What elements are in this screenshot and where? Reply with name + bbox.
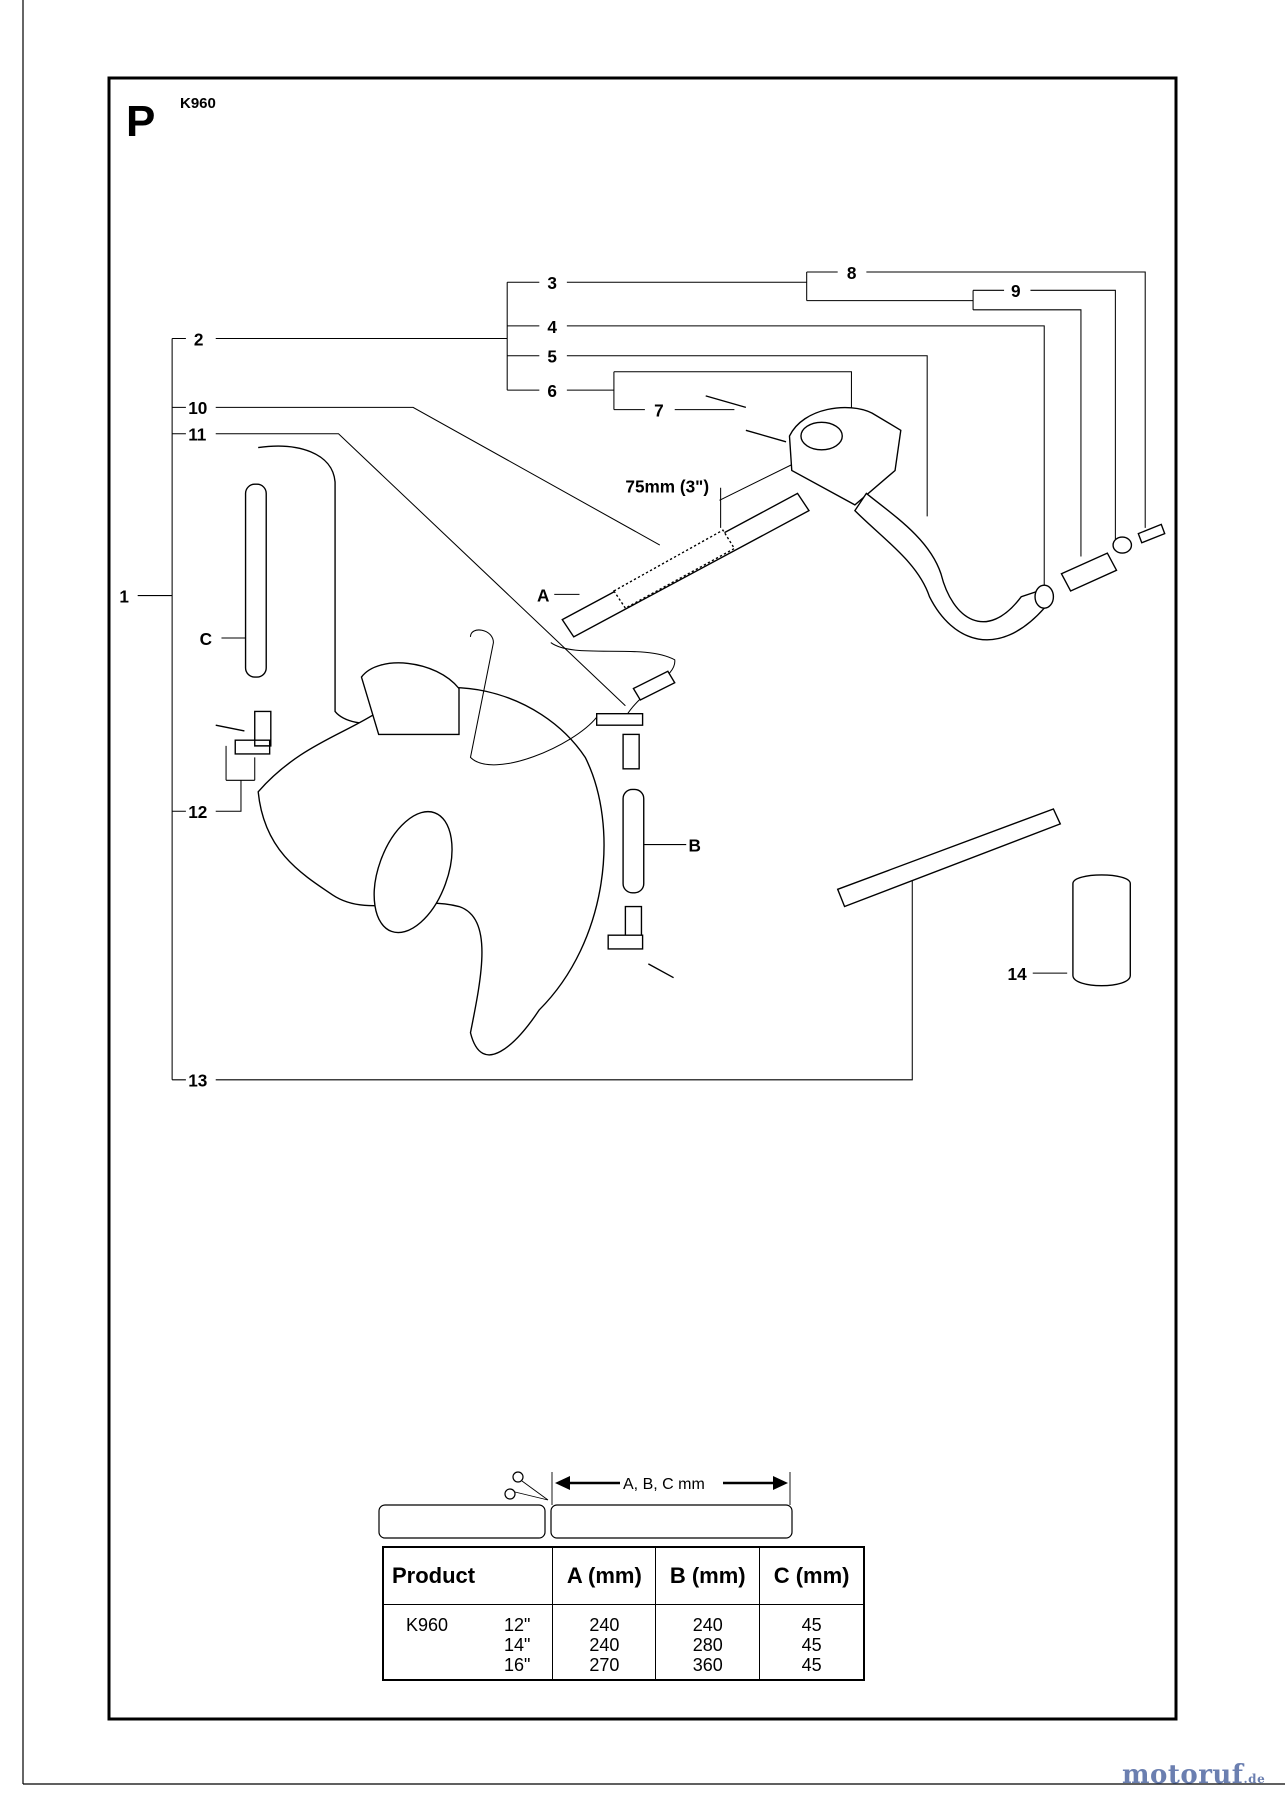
- screw-9: [1137, 523, 1166, 544]
- hose-c-line: [258, 445, 379, 725]
- guard-opening: [373, 810, 453, 934]
- hose-13: [836, 808, 1062, 908]
- callout-2: 2: [194, 329, 204, 349]
- screw-left: [215, 724, 245, 732]
- a-12: 240: [589, 1615, 620, 1635]
- connector-b-top: [622, 733, 640, 770]
- callout-14: 14: [1008, 964, 1028, 984]
- callout-12: 12: [188, 802, 207, 822]
- callout-13: 13: [188, 1071, 207, 1091]
- scissors-icon: [504, 1471, 549, 1501]
- section-letter: P: [126, 97, 155, 146]
- screws-7: [705, 395, 787, 443]
- header-c: C (mm): [759, 1548, 863, 1605]
- watermark-text: motoruf: [1122, 1760, 1244, 1790]
- cut-diagram: A, B, C mm: [378, 1471, 793, 1539]
- callout-1: 1: [119, 586, 129, 606]
- o-ring: [1112, 536, 1133, 554]
- water-hose: [854, 492, 1046, 641]
- callout-a: A: [537, 585, 549, 605]
- spring-guard: [612, 529, 736, 610]
- callout-labels: 1 2 3 4 5 6 7 8 9 10 11 12 13 14 A B C 7…: [119, 263, 1027, 1091]
- size-16: 16": [503, 1655, 531, 1675]
- a-cell: 240 240 270: [552, 1604, 656, 1679]
- header-b: B (mm): [655, 1548, 760, 1605]
- b-16: 360: [692, 1655, 723, 1675]
- tube-b: [622, 788, 645, 894]
- valve-handle-opening: [800, 421, 843, 451]
- callout-5: 5: [547, 347, 557, 367]
- callout-10: 10: [188, 398, 207, 418]
- dimension-label: 75mm (3"): [625, 476, 709, 496]
- tube-offcut: [378, 1504, 546, 1539]
- cut-length-label: A, B, C mm: [623, 1476, 705, 1493]
- c-cell: 45 45 45: [759, 1604, 863, 1679]
- b-14: 280: [692, 1635, 723, 1655]
- callout-7: 7: [654, 401, 664, 421]
- c-12: 45: [801, 1615, 822, 1635]
- guard-handle: [360, 662, 460, 736]
- watermark-suffix: .de: [1243, 1772, 1266, 1786]
- callout-11: 11: [188, 425, 207, 445]
- callout-6: 6: [547, 381, 557, 401]
- callout-c: C: [200, 629, 212, 649]
- callout-8: 8: [847, 263, 857, 283]
- a-16: 270: [589, 1655, 620, 1675]
- a-14: 240: [589, 1635, 620, 1655]
- t-fitting: [596, 670, 676, 726]
- elbow-fitting-left: [234, 710, 272, 755]
- callout-lines: [137, 271, 1146, 1081]
- product-cell: K960: [406, 1615, 449, 1635]
- watermark-logo: motoruf.de: [1122, 1760, 1265, 1790]
- header-a: A (mm): [552, 1548, 656, 1605]
- nipple-connector: [1060, 552, 1118, 592]
- elbow-fitting-bottom: [607, 905, 674, 979]
- header-product: Product: [384, 1548, 553, 1605]
- diagram-frame: [107, 76, 1178, 1721]
- c-14: 45: [801, 1635, 822, 1655]
- tube-c: [244, 483, 267, 678]
- callout-b: B: [689, 835, 701, 855]
- size-14: 14": [503, 1635, 531, 1655]
- b-12: 240: [692, 1615, 723, 1635]
- hose-coupling-14: [1072, 874, 1131, 987]
- size-cell: 12" 14" 16": [497, 1605, 553, 1680]
- hose-length-table: Product A (mm) B (mm) C (mm) K960 12" 14…: [382, 1546, 865, 1681]
- hose-clamp: [1034, 584, 1055, 609]
- valve-body: [788, 406, 902, 506]
- model-label: K960: [180, 95, 216, 112]
- callout-3: 3: [547, 273, 557, 293]
- tube-measured: [550, 1504, 793, 1539]
- c-16: 45: [801, 1655, 822, 1675]
- callout-4: 4: [547, 317, 557, 337]
- size-12: 12": [503, 1615, 531, 1635]
- b-cell: 240 280 360: [655, 1604, 760, 1679]
- parts-drawing: [215, 395, 1166, 1056]
- callout-9: 9: [1011, 281, 1021, 301]
